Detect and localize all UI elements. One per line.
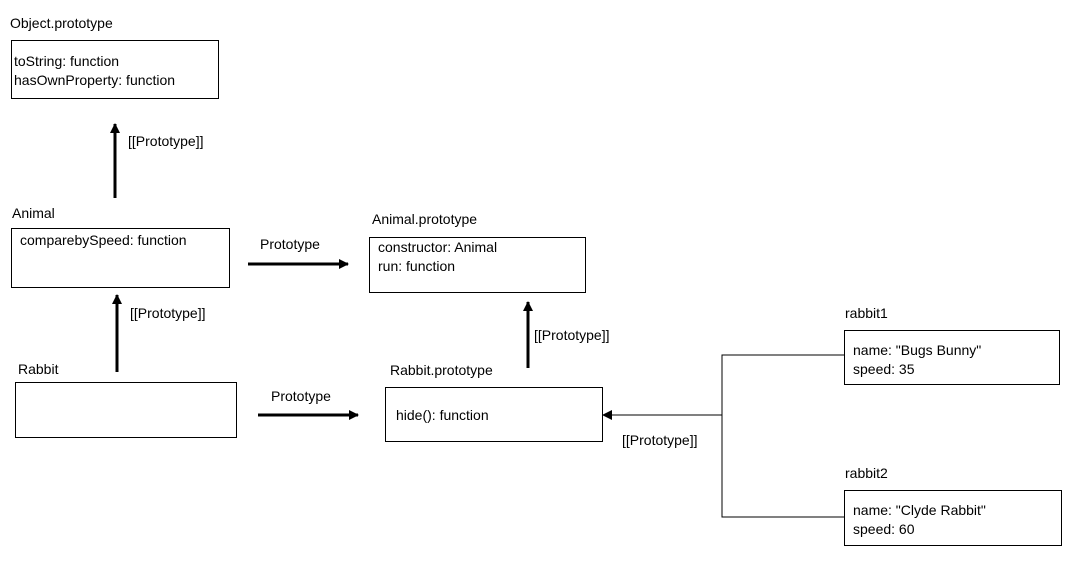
animal-prototype-box: constructor: Animal run: function — [369, 237, 586, 293]
rabbit1-title: rabbit1 — [845, 305, 888, 321]
object-prototype-line: toString: function — [14, 53, 120, 69]
animal-box: comparebySpeed: function — [11, 228, 230, 288]
object-prototype-line: hasOwnProperty: function — [14, 72, 176, 88]
rabbit-prototype-title: Rabbit.prototype — [390, 362, 493, 378]
rabbit1-line: name: "Bugs Bunny" — [853, 342, 982, 358]
edge-label-rabbit-prototype-link: Prototype — [271, 388, 331, 404]
rabbit1-line: speed: 35 — [853, 361, 915, 377]
connector-rabbit1 — [721, 354, 844, 415]
rabbit2-title: rabbit2 — [845, 465, 888, 481]
animal-prototype-line: constructor: Animal — [378, 239, 498, 255]
rabbit2-box: name: "Clyde Rabbit" speed: 60 — [844, 490, 1062, 546]
edge-label-rabbitproto-to-animalproto: [[Prototype]] — [534, 327, 610, 343]
rabbit-title: Rabbit — [18, 361, 59, 377]
edge-label-instances-to-rabbitproto: [[Prototype]] — [622, 432, 698, 448]
rabbit2-line: speed: 60 — [853, 521, 915, 537]
rabbit-box — [15, 382, 237, 438]
edge-label-rabbit-to-animal: [[Prototype]] — [130, 305, 206, 321]
object-prototype-title: Object.prototype — [10, 15, 113, 31]
edge-label-animal-prototype-link: Prototype — [260, 236, 320, 252]
rabbit-prototype-box: hide(): function — [385, 387, 603, 442]
animal-line: comparebySpeed: function — [20, 232, 187, 248]
edge-label-animal-to-object: [[Prototype]] — [128, 133, 204, 149]
rabbit1-box: name: "Bugs Bunny" speed: 35 — [844, 330, 1060, 385]
rabbit2-line: name: "Clyde Rabbit" — [853, 502, 986, 518]
animal-prototype-line: run: function — [378, 258, 456, 274]
animal-title: Animal — [12, 205, 55, 221]
object-prototype-box: toString: function hasOwnProperty: funct… — [11, 40, 219, 99]
animal-prototype-title: Animal.prototype — [372, 211, 478, 227]
rabbit-prototype-line: hide(): function — [396, 407, 489, 423]
connector-rabbit2 — [721, 415, 844, 518]
